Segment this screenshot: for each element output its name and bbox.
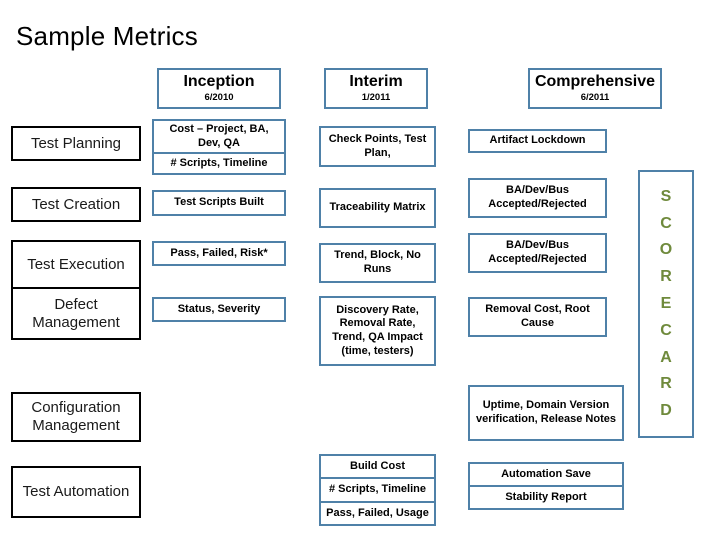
scorecard-letter: D (660, 402, 672, 420)
metric-cell-comprehensive-creation-1[interactable]: BA/Dev/Bus Accepted/Rejected (468, 178, 607, 218)
metric-cell-interim-planning-1[interactable]: Check Points, Test Plan, (319, 126, 436, 167)
scorecard-letter: A (660, 348, 672, 366)
column-header-interim: Interim 1/2011 (324, 68, 428, 109)
metric-cell-interim-automation-1[interactable]: Build Cost (319, 454, 436, 478)
metric-cell-comprehensive-automation-1[interactable]: Automation Save (468, 462, 624, 486)
scorecard-letter: E (660, 294, 672, 312)
column-header-date: 6/2011 (580, 92, 610, 104)
metric-cell-comprehensive-planning-1[interactable]: Artifact Lockdown (468, 129, 607, 153)
scorecard-letter: C (660, 214, 672, 232)
column-header-date: 6/2010 (204, 92, 234, 104)
metric-cell-interim-automation-3[interactable]: Pass, Failed, Usage (319, 502, 436, 526)
phase-label-test-automation: Test Automation (11, 466, 141, 518)
metric-cell-interim-automation-2[interactable]: # Scripts, Timeline (319, 478, 436, 502)
scorecard-banner: S C O R E C A R D (638, 170, 694, 438)
metric-cell-comprehensive-configuration-1[interactable]: Uptime, Domain Version verification, Rel… (468, 385, 624, 441)
phase-label-configuration-management: Configuration Management (11, 392, 141, 442)
column-header-name: Inception (183, 72, 255, 90)
phase-label-test-execution: Test Execution (11, 240, 141, 288)
metric-cell-interim-execution-1[interactable]: Trend, Block, No Runs (319, 243, 436, 283)
metric-cell-comprehensive-automation-2[interactable]: Stability Report (468, 486, 624, 510)
metric-cell-comprehensive-execution-1[interactable]: BA/Dev/Bus Accepted/Rejected (468, 233, 607, 273)
scorecard-letter: S (660, 187, 672, 205)
column-header-comprehensive: Comprehensive 6/2011 (528, 68, 662, 109)
column-header-name: Comprehensive (534, 72, 656, 90)
metric-cell-comprehensive-defect-1[interactable]: Removal Cost, Root Cause (468, 297, 607, 337)
phase-label-defect-management: Defect Management (11, 288, 141, 340)
phase-label-test-creation: Test Creation (11, 187, 141, 222)
metric-cell-inception-execution-1[interactable]: Pass, Failed, Risk* (152, 241, 286, 266)
page-title: Sample Metrics (16, 21, 198, 51)
scorecard-letter: R (660, 268, 672, 286)
phase-label-test-planning: Test Planning (11, 126, 141, 161)
column-header-inception: Inception 6/2010 (157, 68, 281, 109)
metric-cell-interim-creation-1[interactable]: Traceability Matrix (319, 188, 436, 228)
metric-cell-inception-creation-1[interactable]: Test Scripts Built (152, 190, 286, 216)
column-header-date: 1/2011 (361, 92, 391, 104)
metric-cell-inception-defect-1[interactable]: Status, Severity (152, 297, 286, 322)
metric-cell-inception-planning-1[interactable]: Cost – Project, BA, Dev, QA (152, 119, 286, 153)
scorecard-letter: O (659, 241, 673, 259)
column-header-name: Interim (349, 72, 403, 90)
metric-cell-inception-planning-2[interactable]: # Scripts, Timeline (152, 153, 286, 175)
scorecard-letter: C (660, 321, 672, 339)
scorecard-letter: R (660, 375, 672, 393)
metric-cell-interim-defect-1[interactable]: Discovery Rate, Removal Rate, Trend, QA … (319, 296, 436, 366)
